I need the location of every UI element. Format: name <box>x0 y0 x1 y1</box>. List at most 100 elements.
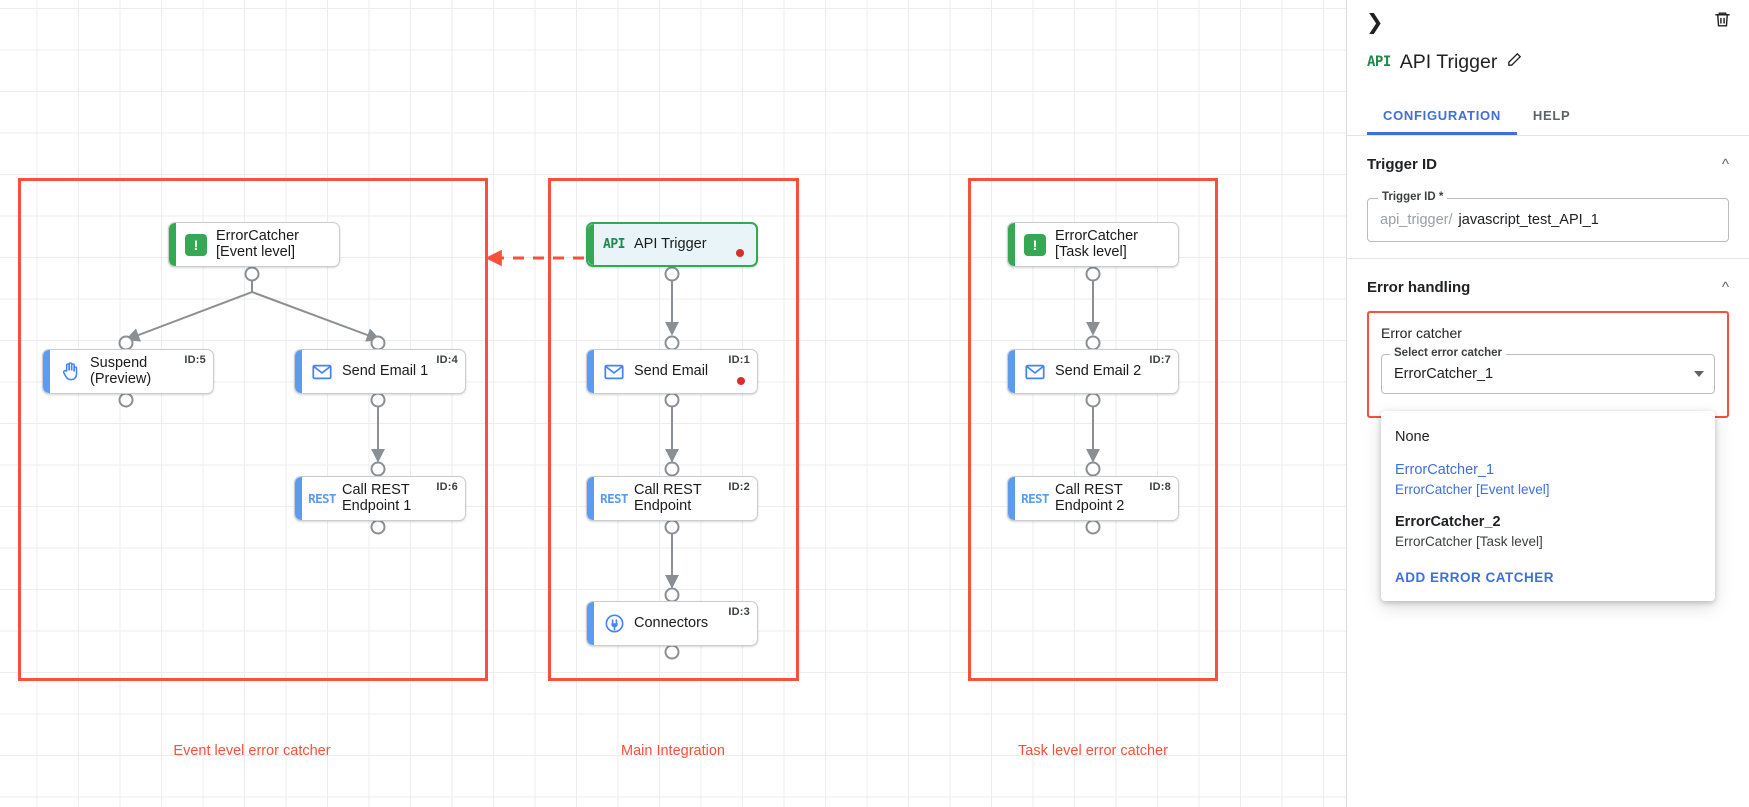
panel-tabs: CONFIGURATION HELP <box>1347 98 1749 136</box>
section-title-trigger-id: Trigger ID <box>1367 155 1438 173</box>
node-id-badge: ID:7 <box>1149 354 1171 366</box>
status-badge <box>737 377 745 385</box>
menu-item-label: ErrorCatcher_1 <box>1395 462 1495 478</box>
pencil-icon[interactable] <box>1506 51 1523 73</box>
rest-icon: REST <box>600 491 628 506</box>
envelope-icon <box>594 361 634 383</box>
node-label: Connectors <box>634 614 709 631</box>
menu-item-sublabel: ErrorCatcher [Task level] <box>1395 534 1543 549</box>
add-error-catcher-button[interactable]: ADD ERROR CATCHER <box>1395 570 1554 585</box>
panel-topbar: ❯ <box>1347 0 1749 44</box>
node-label: Call REST Endpoint 1 <box>342 482 412 514</box>
node-send-email[interactable]: Send Email ID:1 <box>586 349 758 394</box>
node-accent-bar <box>1008 223 1015 266</box>
node-accent-bar <box>169 223 176 266</box>
node-call-rest-endpoint-1[interactable]: REST Call REST Endpoint 1 ID:6 <box>294 476 466 521</box>
api-icon: API <box>603 237 625 252</box>
node-label: API Trigger <box>634 235 707 252</box>
node-accent-bar <box>587 602 594 645</box>
node-connectors[interactable]: Connectors ID:3 <box>586 601 758 646</box>
node-label: Send Email 2 <box>1055 362 1142 379</box>
node-suspend-preview[interactable]: Suspend (Preview) ID:5 <box>42 349 214 394</box>
node-errorcatcher-task-level[interactable]: !ErrorCatcher [Task level] <box>1007 222 1179 267</box>
node-label: Call REST Endpoint <box>634 482 702 514</box>
rest-icon: REST <box>1021 491 1049 506</box>
chevron-up-icon[interactable]: ^ <box>1721 278 1729 296</box>
node-send-email-1[interactable]: Send Email 1 ID:4 <box>294 349 466 394</box>
trigger-id-legend: Trigger ID * <box>1378 191 1448 203</box>
node-send-email-2[interactable]: Send Email 2 ID:7 <box>1007 349 1179 394</box>
envelope-icon <box>302 361 342 383</box>
group-caption: Main Integration <box>621 743 725 759</box>
node-label: Call REST Endpoint 2 <box>1055 482 1125 514</box>
status-badge <box>736 249 744 257</box>
tab-help[interactable]: HELP <box>1517 98 1586 135</box>
error-catcher-icon: ! <box>1015 233 1055 256</box>
node-id-badge: ID:3 <box>728 606 750 618</box>
panel-title-row: API API Trigger <box>1347 44 1749 80</box>
api-icon: API <box>1367 54 1391 70</box>
node-label: Send Email <box>634 362 709 379</box>
group-frame[interactable] <box>548 178 799 681</box>
section-title-error-handling: Error handling <box>1367 278 1471 296</box>
trash-icon[interactable] <box>1713 10 1732 34</box>
select-error-catcher-value: ErrorCatcher_1 <box>1394 366 1494 382</box>
node-label: Send Email 1 <box>342 362 429 379</box>
node-accent-bar <box>587 350 594 393</box>
envelope-icon <box>1015 361 1055 383</box>
node-accent-bar <box>588 224 594 265</box>
error-catcher-label: Error catcher <box>1381 325 1462 341</box>
properties-panel: ❯ API API Trigger CONFIGURATION HELP <box>1346 0 1749 807</box>
node-accent-bar <box>1008 350 1015 393</box>
node-label: ErrorCatcher [Event level] <box>216 228 299 260</box>
node-accent-bar <box>1008 477 1015 520</box>
node-call-rest-endpoint-2[interactable]: REST Call REST Endpoint 2 ID:8 <box>1007 476 1179 521</box>
chevron-down-icon[interactable] <box>1694 371 1704 377</box>
section-header-trigger-id[interactable]: Trigger ID ^ <box>1347 140 1749 188</box>
workflow-canvas[interactable]: Event level error catcher Main Integratio… <box>0 0 1346 807</box>
node-api-trigger[interactable]: API API Trigger <box>586 222 758 267</box>
chevron-right-icon[interactable]: ❯ <box>1366 10 1384 34</box>
node-id-badge: ID:4 <box>436 354 458 366</box>
node-id-badge: ID:5 <box>184 354 206 366</box>
node-accent-bar <box>587 477 594 520</box>
error-catcher-icon: ! <box>176 233 216 256</box>
group-caption: Task level error catcher <box>1018 743 1168 759</box>
menu-item-label: None <box>1395 429 1430 445</box>
menu-item-none[interactable]: None <box>1381 421 1715 454</box>
trigger-id-prefix: api_trigger/ <box>1380 212 1453 228</box>
node-call-rest-endpoint[interactable]: REST Call REST Endpoint ID:2 <box>586 476 758 521</box>
page-title: API Trigger <box>1399 50 1498 73</box>
group-frame[interactable] <box>18 178 488 681</box>
select-error-catcher-legend: Select error catcher <box>1390 347 1507 359</box>
connectors-icon <box>594 612 634 635</box>
node-id-badge: ID:6 <box>436 481 458 493</box>
group-frame[interactable] <box>968 178 1218 681</box>
node-accent-bar <box>295 477 302 520</box>
node-accent-bar <box>295 350 302 393</box>
trigger-id-value: javascript_test_API_1 <box>1458 212 1599 228</box>
section-header-error-handling[interactable]: Error handling ^ <box>1347 263 1749 311</box>
chevron-up-icon[interactable]: ^ <box>1721 155 1729 173</box>
node-id-badge: ID:2 <box>728 481 750 493</box>
trigger-id-field-wrap: Trigger ID * api_trigger/ javascript_tes… <box>1347 188 1749 258</box>
divider <box>1347 258 1749 259</box>
node-label: ErrorCatcher [Task level] <box>1055 228 1138 260</box>
node-errorcatcher-event-level[interactable]: !ErrorCatcher [Event level] <box>168 222 340 267</box>
node-id-badge: ID:8 <box>1149 481 1171 493</box>
rest-icon: REST <box>308 491 336 506</box>
tab-configuration[interactable]: CONFIGURATION <box>1367 98 1517 135</box>
error-catcher-block: Error catcher Select error catcher Error… <box>1367 311 1729 601</box>
menu-item-sublabel: ErrorCatcher [Event level] <box>1395 482 1550 497</box>
group-caption: Event level error catcher <box>173 743 331 759</box>
node-id-badge: ID:1 <box>728 354 750 366</box>
node-accent-bar <box>43 350 50 393</box>
select-error-catcher[interactable]: Select error catcher ErrorCatcher_1 <box>1381 347 1715 394</box>
trigger-id-input[interactable]: Trigger ID * api_trigger/ javascript_tes… <box>1367 191 1729 242</box>
menu-item-label: ErrorCatcher_2 <box>1395 514 1501 530</box>
node-label: Suspend (Preview) <box>90 355 152 387</box>
